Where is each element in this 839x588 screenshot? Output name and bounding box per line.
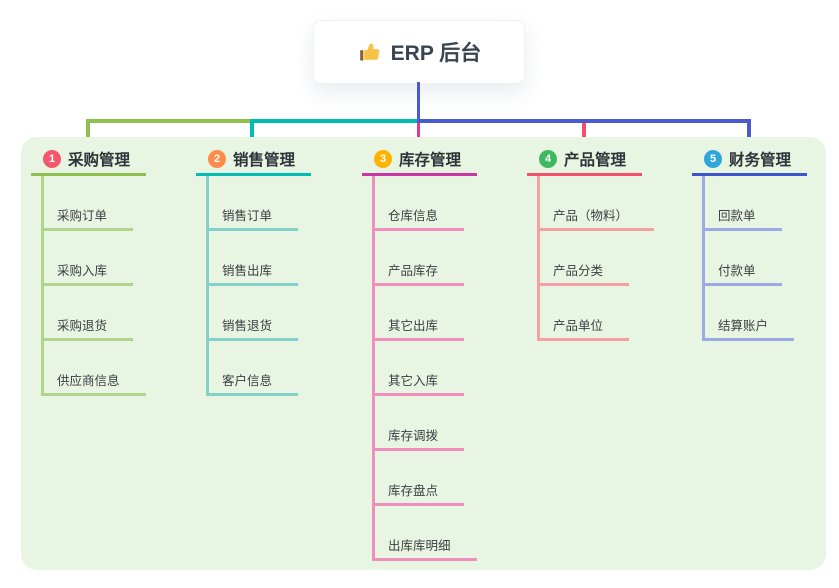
connector-horizontal-mid (250, 119, 417, 123)
branch-underline (31, 173, 146, 176)
child-node[interactable]: 产品分类 (537, 231, 630, 286)
child-node[interactable]: 产品（物料） (537, 176, 655, 231)
branch-number-badge: 2 (208, 150, 226, 168)
child-node[interactable]: 出库库明细 (372, 506, 477, 561)
branch-label: 销售管理 (233, 152, 296, 169)
child-node-label: 供应商信息 (57, 374, 120, 388)
child-node-label: 产品单位 (553, 319, 604, 333)
branch-underline (196, 173, 311, 176)
branch-number-badge: 3 (374, 150, 392, 168)
child-node-label: 其它入库 (388, 374, 439, 388)
child-node-label: 其它出库 (388, 319, 439, 333)
branch-underline (362, 173, 477, 176)
connector-trunk (416, 82, 420, 120)
child-node-label: 销售出库 (222, 264, 273, 278)
child-node[interactable]: 付款单 (702, 231, 782, 286)
branch-label: 产品管理 (564, 152, 627, 169)
connector-drop-3 (416, 122, 420, 150)
child-node-label: 出库库明细 (388, 539, 451, 553)
child-node-label: 销售退货 (222, 319, 273, 333)
branch-vline (702, 176, 705, 341)
child-node[interactable]: 库存调拨 (372, 396, 465, 451)
child-node-label: 客户信息 (222, 374, 273, 388)
child-node[interactable]: 采购退货 (41, 286, 134, 341)
branches-panel (21, 137, 826, 570)
root-node[interactable]: ERP 后台 (313, 20, 525, 84)
branch-vline (206, 176, 209, 396)
child-node[interactable]: 库存盘点 (372, 451, 465, 506)
connector-drop-2 (250, 119, 254, 150)
child-node[interactable]: 客户信息 (206, 341, 299, 396)
branch-node[interactable]: 2 销售管理 (208, 148, 295, 170)
child-node-label: 库存调拨 (388, 429, 439, 443)
child-node[interactable]: 仓库信息 (372, 176, 465, 231)
branch-number-badge: 5 (704, 150, 722, 168)
branch-vline (537, 176, 540, 341)
child-node[interactable]: 销售退货 (206, 286, 299, 341)
connector-horizontal-right (416, 119, 751, 123)
child-node-label: 采购入库 (57, 264, 108, 278)
child-node[interactable]: 其它入库 (372, 341, 465, 396)
branch-label: 财务管理 (729, 152, 792, 169)
child-node[interactable]: 供应商信息 (41, 341, 146, 396)
root-node-label: ERP 后台 (390, 42, 482, 65)
child-node-label: 库存盘点 (388, 484, 439, 498)
connector-drop-5 (747, 119, 751, 150)
branch-vline (41, 176, 44, 396)
child-node-label: 仓库信息 (388, 209, 439, 223)
child-node[interactable]: 其它出库 (372, 286, 465, 341)
child-node[interactable]: 采购订单 (41, 176, 134, 231)
branch-label: 采购管理 (68, 152, 131, 169)
child-node[interactable]: 产品库存 (372, 231, 465, 286)
branch-node[interactable]: 1 采购管理 (43, 148, 130, 170)
branch-underline (527, 173, 642, 176)
child-node[interactable]: 产品单位 (537, 286, 630, 341)
branch-node[interactable]: 3 库存管理 (374, 148, 461, 170)
branch-vline (372, 176, 375, 561)
child-node-label: 回款单 (718, 209, 756, 223)
child-node-label: 结算账户 (718, 319, 769, 333)
child-node-label: 产品库存 (388, 264, 439, 278)
branch-number-badge: 1 (43, 150, 61, 168)
branch-label: 库存管理 (399, 152, 462, 169)
child-node[interactable]: 回款单 (702, 176, 782, 231)
connector-drop-4 (582, 122, 586, 150)
branch-node[interactable]: 4 产品管理 (539, 148, 626, 170)
child-node-label: 产品分类 (553, 264, 604, 278)
child-node-label: 采购退货 (57, 319, 108, 333)
child-node-label: 销售订单 (222, 209, 273, 223)
child-node-label: 采购订单 (57, 209, 108, 223)
child-node-label: 付款单 (718, 264, 756, 278)
connector-drop-1 (86, 119, 90, 150)
child-node[interactable]: 销售出库 (206, 231, 299, 286)
branch-underline (692, 173, 807, 176)
child-node[interactable]: 采购入库 (41, 231, 134, 286)
child-node[interactable]: 销售订单 (206, 176, 299, 231)
connector-horizontal-left (86, 119, 250, 123)
branch-number-badge: 4 (539, 150, 557, 168)
child-node-label: 产品（物料） (553, 209, 629, 223)
branch-node[interactable]: 5 财务管理 (704, 148, 791, 170)
child-node[interactable]: 结算账户 (702, 286, 795, 341)
thumbs-up-icon (357, 40, 381, 64)
